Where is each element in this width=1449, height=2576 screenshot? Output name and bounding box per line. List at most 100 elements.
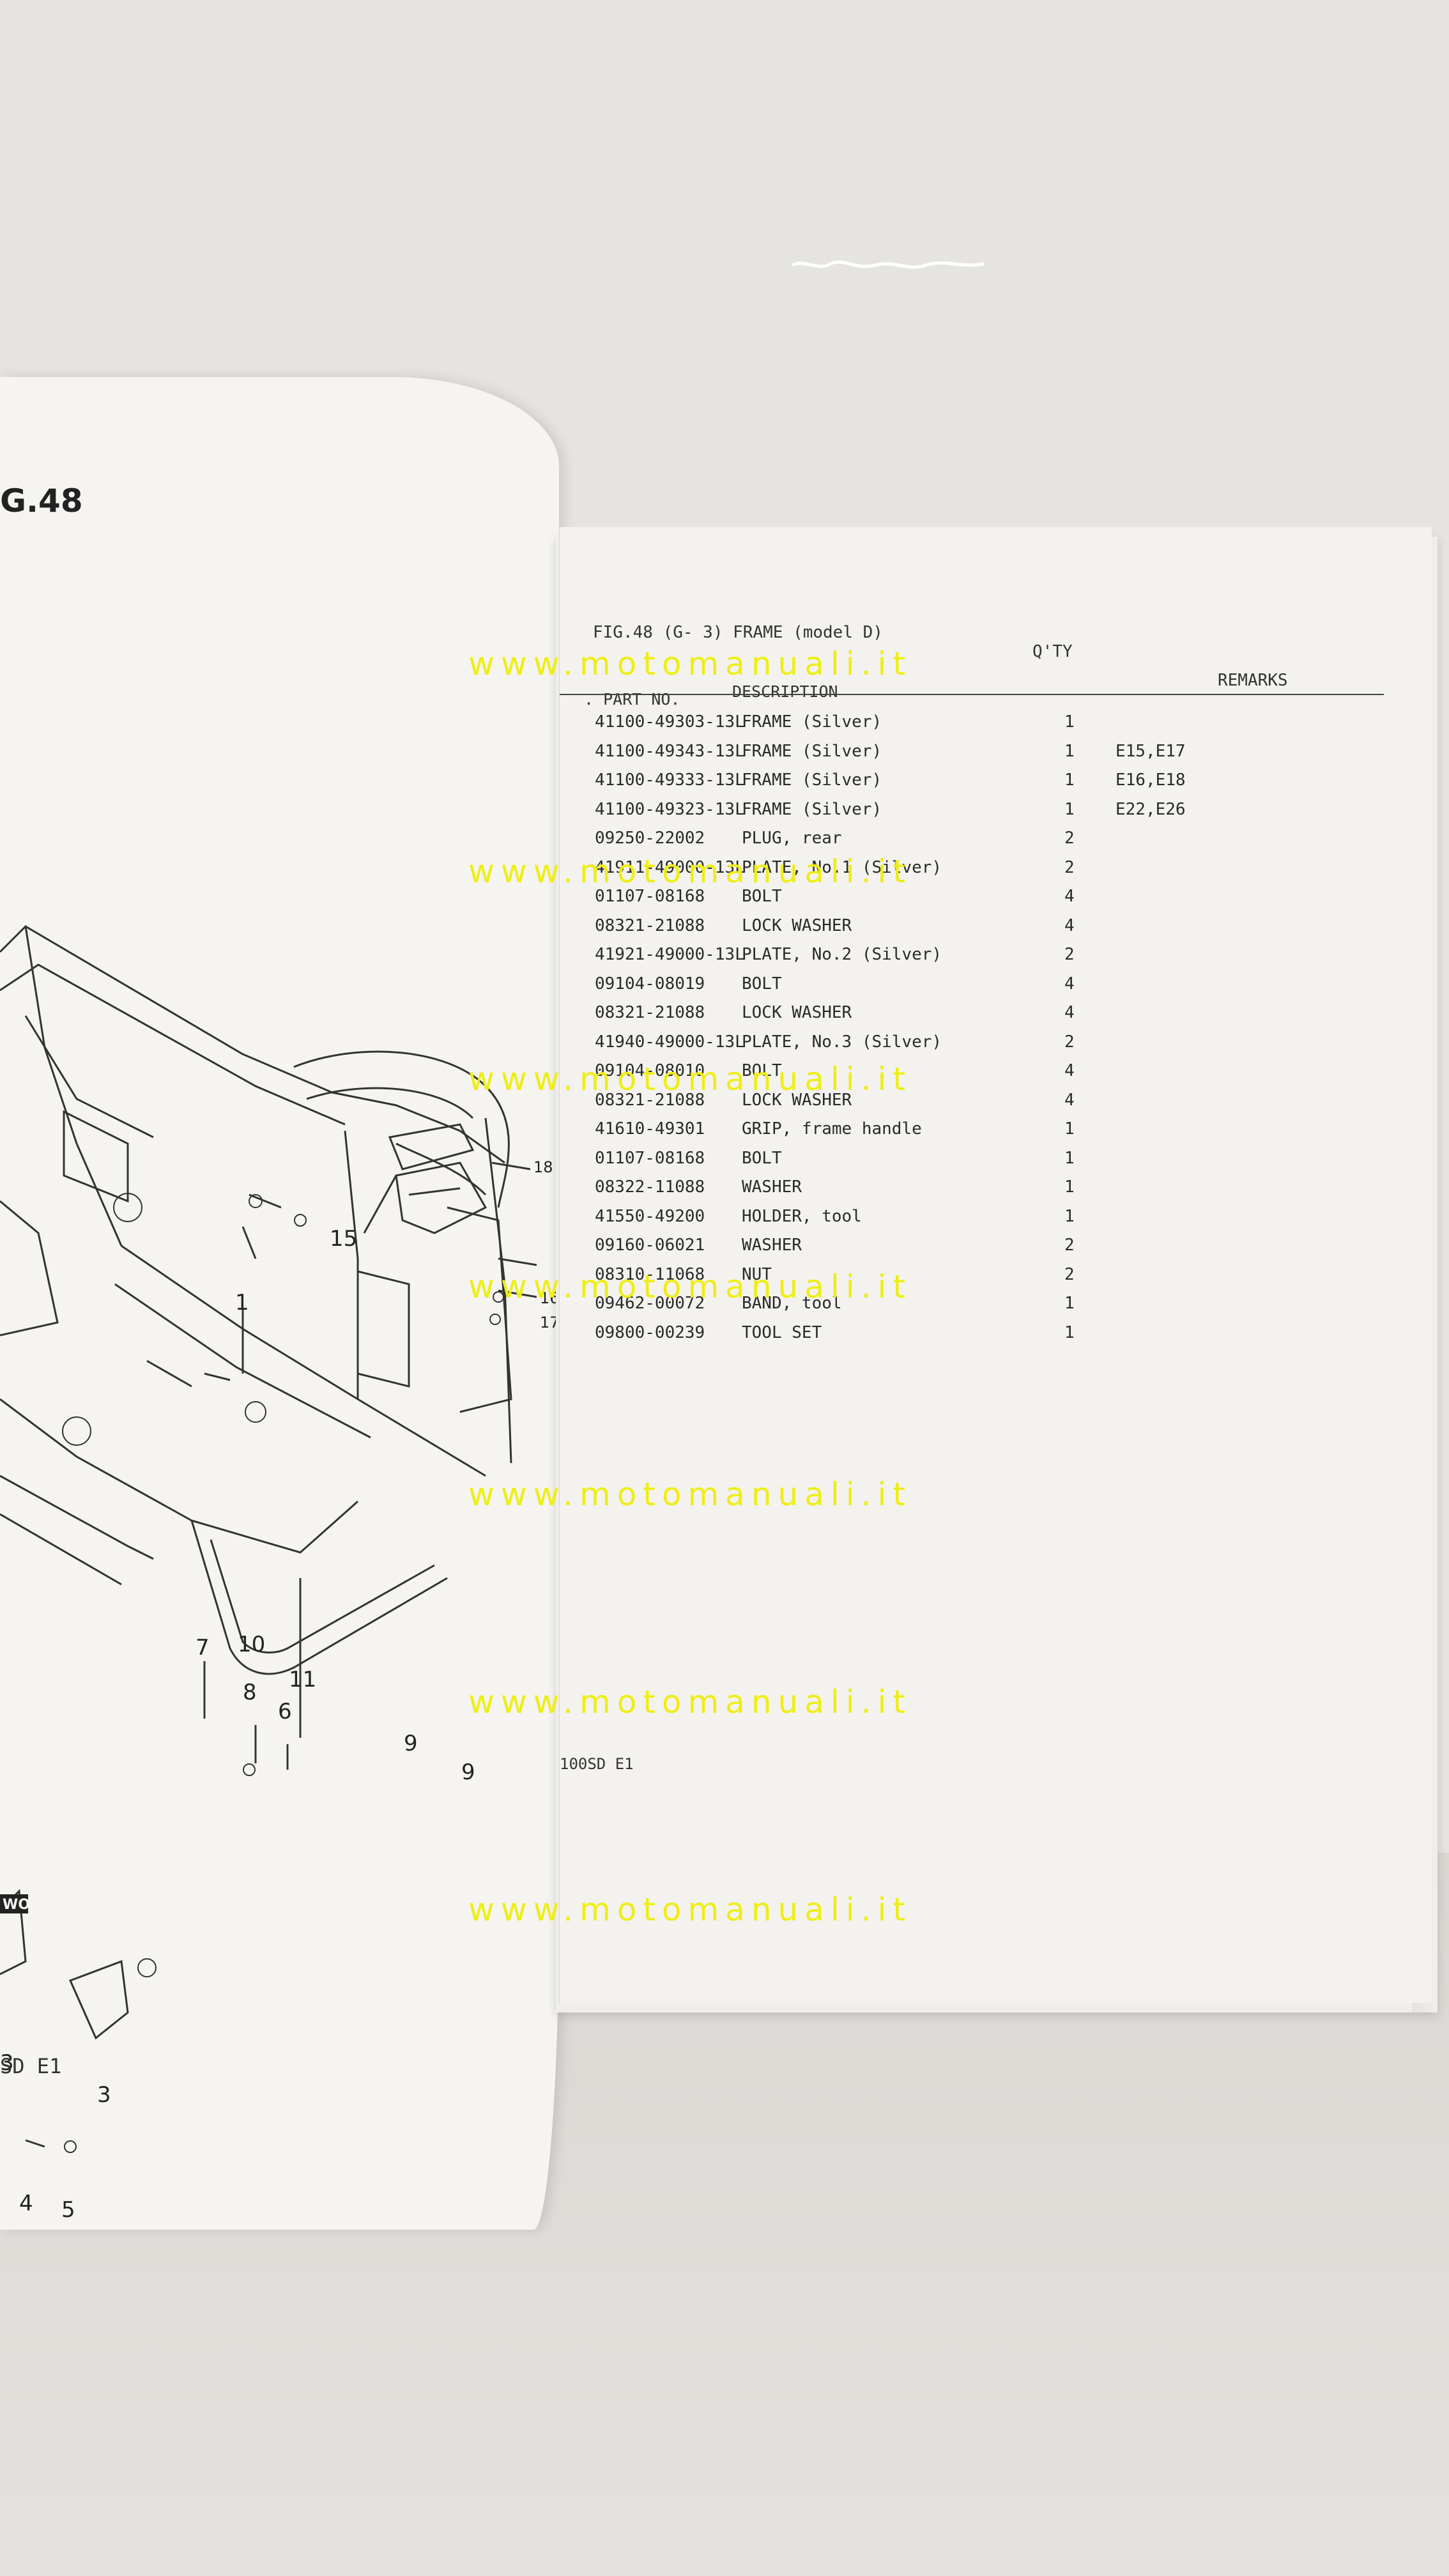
quantity: 1 [1064,1119,1075,1138]
part-number: 41100-49323-13L [595,799,745,819]
part-number: 09800-00239 [595,1322,705,1342]
part-number: 08310-11068 [595,1264,705,1284]
right-page: FIG.48 (G- 3) FRAME (model D) Q'TY REMAR… [559,527,1432,2003]
callout-5: 5 [61,2197,75,2223]
description: BOLT [742,1148,782,1168]
callout-18: 18 [533,1158,553,1176]
part-number: 41100-49303-13L [595,712,745,732]
callout-9a: 9 [404,1731,418,1756]
callout-8: 8 [243,1680,257,1705]
part-number: 08321-21088 [595,1003,705,1022]
quantity: 2 [1064,1264,1075,1284]
description: LOCK WASHER [742,916,852,935]
callout-1: 1 [235,1290,249,1315]
quantity: 4 [1064,1090,1075,1110]
quantity: 1 [1064,1177,1075,1197]
quantity: 4 [1064,1003,1075,1022]
part-number: 08321-21088 [595,1090,705,1110]
watermark-3: www.motomanuali.it [468,1061,912,1098]
part-number: 01107-08168 [595,887,705,906]
callout-10: 10 [238,1632,265,1657]
table-row: 09160-06021 WASHER 2 [595,1236,1330,1265]
callout-15: 15 [330,1226,357,1252]
description: PLATE, No.3 (Silver) [742,1032,942,1052]
wo-stamp: WO [0,1894,30,1913]
remarks: E15,E17 [1116,741,1186,761]
description: WASHER [742,1177,802,1197]
part-number: 09160-06021 [595,1236,705,1255]
quantity: 1 [1064,712,1075,732]
table-row: 01107-08168 BOLT 1 [595,1149,1330,1178]
part-number: 08322-11088 [595,1177,705,1197]
quantity: 4 [1064,887,1075,906]
description: BOLT [742,974,782,993]
watermark-7: www.motomanuali.it [468,1891,912,1928]
quantity: 4 [1064,974,1075,993]
table-row: 08321-21088 LOCK WASHER 4 [595,916,1330,946]
quantity: 4 [1064,1061,1075,1080]
description: LOCK WASHER [742,1003,852,1022]
part-number: 41550-49200 [595,1206,705,1226]
quantity: 2 [1064,1236,1075,1255]
description: LOCK WASHER [742,1090,852,1110]
figure-label: G.48 [0,482,83,519]
part-number: 08321-21088 [595,916,705,935]
table-row: 08321-21088 LOCK WASHER 4 [595,1003,1330,1032]
description: PLATE, No.1 (Silver) [742,857,942,877]
description: GRIP, frame handle [742,1119,922,1138]
part-number: 41610-49301 [595,1119,705,1138]
quantity: 1 [1064,1206,1075,1226]
callout-11: 11 [289,1667,316,1692]
description: WASHER [742,1236,802,1255]
frame-exploded-diagram: 1 3 3 4 5 6 7 8 9 9 10 11 15 16 17 18 WO [0,925,559,2223]
watermark-4: www.motomanuali.it [468,1268,912,1305]
page-title: FIG.48 (G- 3) FRAME (model D) [593,623,883,642]
table-row: 08321-21088 LOCK WASHER 4 [595,1091,1330,1120]
quantity: 1 [1064,741,1075,761]
quantity: 1 [1064,1322,1075,1342]
description-header: DESCRIPTION [732,682,838,701]
description: TOOL SET [742,1322,822,1342]
callout-7: 7 [195,1635,210,1660]
description: FRAME (Silver) [742,799,882,819]
part-number: 09250-22002 [595,829,705,848]
quantity: 1 [1064,770,1075,790]
callout-9b: 9 [461,1759,475,1785]
watermark-2: www.motomanuali.it [468,853,912,890]
quantity: 1 [1064,1294,1075,1313]
description: PLATE, No.2 (Silver) [742,945,942,964]
part-number: 41100-49333-13L [595,770,745,790]
quantity: 1 [1064,1148,1075,1168]
part-number: 41100-49343-13L [595,741,745,761]
description: PLUG, rear [742,829,842,848]
quantity: 2 [1064,1032,1075,1052]
left-page: G.48 [0,377,559,2230]
part-number: 09104-08010 [595,1061,705,1080]
part-no-header-label: PART NO. [603,690,680,709]
part-number: 09104-08019 [595,974,705,993]
left-page-footer: SD E1 [0,2054,62,2078]
callout-3b: 3 [97,2082,111,2108]
remarks: E22,E26 [1116,799,1186,819]
callout-3a: 3 [0,2050,14,2076]
remarks-header: REMARKS [1218,671,1288,690]
quantity: 2 [1064,945,1075,964]
svg-text:WO: WO [3,1897,30,1913]
callout-6: 6 [278,1699,292,1724]
table-row: 08322-11088 WASHER 1 [595,1177,1330,1207]
watermark-5: www.motomanuali.it [468,1476,912,1513]
description: FRAME (Silver) [742,741,882,761]
part-number: 41940-49000-13L [595,1032,745,1052]
description: FRAME (Silver) [742,770,882,790]
part-number: 01107-08168 [595,1148,705,1168]
description: FRAME (Silver) [742,712,882,732]
watermark-6: www.motomanuali.it [468,1683,912,1721]
quantity: 4 [1064,916,1075,935]
